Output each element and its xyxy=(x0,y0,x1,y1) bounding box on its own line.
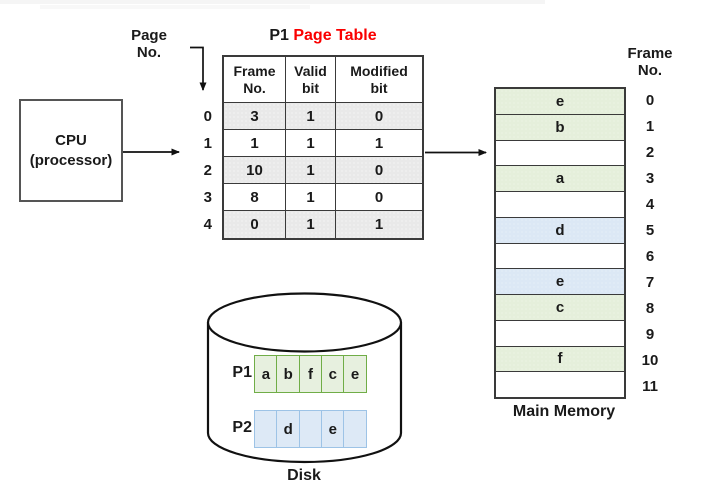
memory-frame-8: c xyxy=(496,294,624,320)
frame-content: c xyxy=(555,298,565,316)
frame-number: 11 xyxy=(642,377,658,395)
pt-frame-cell: 8 xyxy=(224,184,286,211)
cpu-sublabel: (processor) xyxy=(29,151,113,169)
pt-valid-cell: 1 xyxy=(286,130,336,157)
frame-number: 4 xyxy=(645,195,655,213)
col-header-modified-bit: Modified bit xyxy=(336,57,422,103)
page-number: 4 xyxy=(203,216,212,233)
memory-frame-10: f xyxy=(496,345,624,372)
frame-no-header: Frame No. xyxy=(627,45,673,80)
memory-frame-2 xyxy=(496,139,624,166)
cpu-box: CPU (processor) xyxy=(19,99,123,202)
main-memory-caption: Main Memory xyxy=(512,403,616,420)
disk-p1-pages: a b f c e xyxy=(254,355,367,393)
col-header-frame-no: Frame No. xyxy=(224,57,286,103)
frame-number: 3 xyxy=(645,169,655,187)
frame-number: 9 xyxy=(645,325,655,343)
memory-frame-0: e xyxy=(496,89,624,114)
disk-page-cell: c xyxy=(320,355,345,393)
disk-page-cell: e xyxy=(343,355,367,393)
memory-frame-7: e xyxy=(496,268,624,294)
frame-content: f xyxy=(557,350,563,368)
process-id-label: P1 xyxy=(269,27,289,44)
disk-caption: Disk xyxy=(287,467,321,484)
disk-p2-label: P2 xyxy=(232,419,252,436)
memory-frame-6 xyxy=(496,242,624,269)
pt-valid-cell: 1 xyxy=(286,157,336,184)
page-table: Frame No. Valid bit Modified bit 3 1 0 1… xyxy=(222,55,424,240)
scan-artifact xyxy=(0,0,545,4)
page-no-label: Page No. xyxy=(131,27,167,61)
frame-content: e xyxy=(555,92,565,110)
disk-page-cell xyxy=(254,410,278,448)
page-number: 2 xyxy=(203,162,212,179)
memory-frame-1: b xyxy=(496,113,624,140)
frame-number: 5 xyxy=(645,221,655,239)
disk-page-cell: a xyxy=(254,355,278,393)
pt-modified-cell: 0 xyxy=(336,103,422,130)
cpu-label: CPU xyxy=(55,132,87,149)
page-table-title: P1 Page Table xyxy=(212,27,434,45)
frame-number: 10 xyxy=(641,351,659,369)
pt-valid-cell: 1 xyxy=(286,211,336,238)
disk-p1-label: P1 xyxy=(232,364,252,381)
scan-artifact xyxy=(40,5,310,9)
pt-modified-cell: 1 xyxy=(336,130,422,157)
disk-page-cell: e xyxy=(320,410,345,448)
pt-valid-cell: 1 xyxy=(286,184,336,211)
pageno-pointer-arrow xyxy=(190,46,207,91)
page-number: 1 xyxy=(203,135,212,152)
frame-number: 2 xyxy=(645,143,655,161)
memory-frame-11 xyxy=(496,371,624,397)
frame-number: 7 xyxy=(645,273,655,291)
memory-frame-4 xyxy=(496,191,624,217)
memory-frame-3: a xyxy=(496,165,624,191)
memory-frame-9 xyxy=(496,319,624,346)
disk-page-cell: f xyxy=(298,355,323,393)
pt-frame-cell: 10 xyxy=(224,157,286,184)
disk-page-cell xyxy=(343,410,367,448)
main-memory: e b a d e c f xyxy=(494,87,626,399)
page-table-title-text: Page Table xyxy=(293,27,377,44)
disk-p2-pages: d e xyxy=(254,410,367,448)
pt-frame-cell: 0 xyxy=(224,211,286,238)
frame-number: 8 xyxy=(645,299,655,317)
frame-content: e xyxy=(555,273,565,291)
disk-page-cell: b xyxy=(276,355,301,393)
pt-frame-cell: 3 xyxy=(224,103,286,130)
memory-frame-5: d xyxy=(496,216,624,243)
col-header-valid-bit: Valid bit xyxy=(286,57,336,103)
pt-valid-cell: 1 xyxy=(286,103,336,130)
pt-frame-cell: 1 xyxy=(224,130,286,157)
frame-number-column: 0 1 2 3 4 5 6 7 8 9 10 11 xyxy=(634,87,666,399)
disk-page-cell: d xyxy=(276,410,301,448)
pt-modified-cell: 1 xyxy=(336,211,422,238)
frame-number: 6 xyxy=(645,247,655,265)
frame-content: a xyxy=(555,170,565,188)
frame-content: b xyxy=(555,118,565,136)
page-number: 3 xyxy=(203,189,212,206)
pt-modified-cell: 0 xyxy=(336,157,422,184)
page-number-column: 0 1 2 3 4 xyxy=(190,103,212,238)
disk-page-cell xyxy=(298,410,323,448)
frame-content: d xyxy=(555,221,565,239)
pt-modified-cell: 0 xyxy=(336,184,422,211)
frame-number: 1 xyxy=(645,117,655,135)
page-number: 0 xyxy=(203,108,212,125)
frame-number: 0 xyxy=(645,91,655,109)
